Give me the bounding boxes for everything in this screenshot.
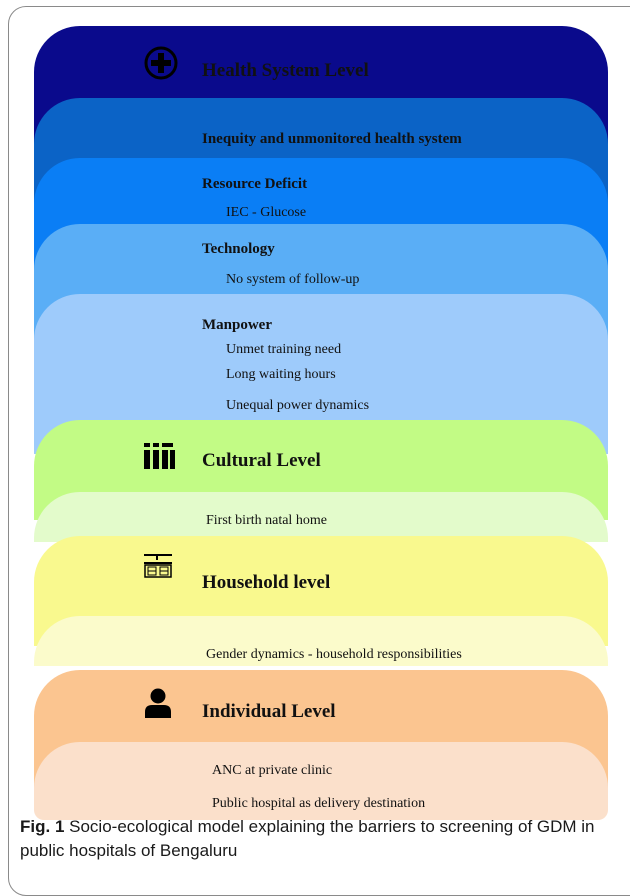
individual-item-anc: ANC at private clinic bbox=[212, 763, 333, 778]
individual-item-delivery: Public hospital as delivery destination bbox=[212, 796, 426, 811]
resource-deficit-heading: Resource Deficit bbox=[202, 176, 308, 192]
manpower-item-power: Unequal power dynamics bbox=[226, 398, 370, 413]
technology-heading: Technology bbox=[202, 241, 275, 257]
layer-individual-detail bbox=[34, 742, 608, 820]
manpower-item-waiting: Long waiting hours bbox=[226, 367, 336, 382]
household-title: Household level bbox=[202, 572, 331, 593]
technology-item-followup: No system of follow-up bbox=[226, 272, 360, 287]
caption-text: Socio-ecological model explaining the ba… bbox=[20, 817, 595, 860]
books-icon bbox=[144, 443, 175, 469]
individual-title: Individual Level bbox=[202, 701, 336, 722]
resource-item-iec: IEC - Glucose bbox=[226, 205, 307, 220]
manpower-item-training: Unmet training need bbox=[226, 342, 342, 357]
layer-household-detail bbox=[34, 616, 608, 666]
caption-label: Fig. 1 bbox=[20, 817, 65, 836]
cultural-item-natal-home: First birth natal home bbox=[206, 513, 327, 528]
health-system-title: Health System Level bbox=[202, 60, 369, 81]
figure-caption: Fig. 1 Socio-ecological model explaining… bbox=[20, 815, 622, 863]
household-item-gender: Gender dynamics - household responsibili… bbox=[206, 647, 462, 662]
manpower-heading: Manpower bbox=[202, 317, 272, 333]
layer-cultural-detail bbox=[34, 492, 608, 542]
plus-circle-icon bbox=[144, 46, 178, 80]
cultural-title: Cultural Level bbox=[202, 450, 321, 471]
person-icon bbox=[145, 688, 171, 718]
inequity-heading: Inequity and unmonitored health system bbox=[202, 131, 462, 147]
kitchen-icon bbox=[144, 554, 172, 578]
